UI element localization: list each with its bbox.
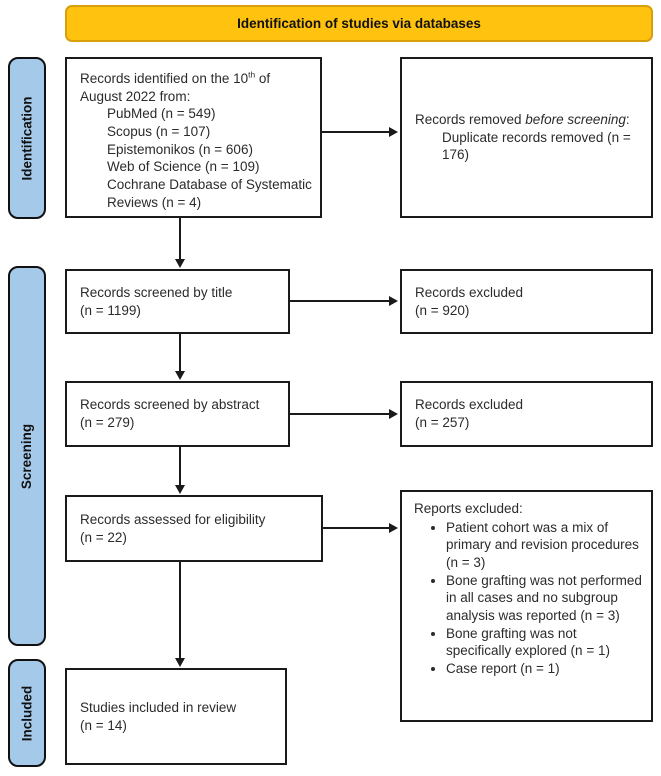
stage-screening-label: Screening <box>19 423 35 489</box>
excluded-abstract-label: Records excluded <box>415 397 524 413</box>
arrow-screened-abstract-to-excluded <box>290 409 398 419</box>
stage-included-label: Included <box>19 685 35 741</box>
reason-mixed-cohort: Patient cohort was a mix of primary and … <box>446 519 645 572</box>
records-removed-text: Records removed <box>415 111 526 127</box>
box-records-screened-title: Records screened by title (n = 1199) <box>65 269 290 334</box>
stage-screening: Screening <box>8 266 46 646</box>
arrow-screened-abstract-to-eligibility <box>175 447 185 494</box>
reports-excluded-heading: Reports excluded: <box>414 501 523 516</box>
box-records-assessed-eligibility: Records assessed for eligibility (n = 22… <box>65 495 323 562</box>
box-reports-excluded: Reports excluded: Patient cohort was a m… <box>400 490 653 722</box>
excluded-abstract-count: (n = 257) <box>415 415 470 430</box>
screened-abstract-count: (n = 279) <box>80 415 135 430</box>
box-records-screened-abstract: Records screened by abstract (n = 279) <box>65 381 290 447</box>
box-records-excluded-title: Records excluded (n = 920) <box>400 269 653 334</box>
source-cochrane: Cochrane Database of Systematic Reviews … <box>107 177 312 210</box>
source-epistemonikos: Epistemonikos (n = 606) <box>107 141 253 157</box>
eligibility-label: Records assessed for eligibility <box>80 511 266 527</box>
arrow-eligibility-to-included <box>175 562 185 667</box>
title-banner: Identification of studies via databases <box>65 5 653 42</box>
arrow-screened-title-to-excluded <box>290 296 398 306</box>
source-web-of-science: Web of Science (n = 109) <box>107 159 260 175</box>
excluded-title-count: (n = 920) <box>415 302 470 318</box>
eligibility-count: (n = 22) <box>80 529 127 545</box>
box-records-removed-before-screening: Records removed before screening: Duplic… <box>400 57 653 218</box>
records-identified-intro: Records identified on the 10th of August… <box>80 70 314 105</box>
source-scopus: Scopus (n = 107) <box>107 124 211 140</box>
arrow-identified-to-removed <box>322 127 398 137</box>
records-identified-intro-end: of August 2022 from: <box>80 71 271 104</box>
box-records-identified: Records identified on the 10th of August… <box>65 57 322 218</box>
arrow-screened-title-to-screened-abstract <box>175 334 185 380</box>
ordinal-superscript: th <box>248 69 256 80</box>
reason-case-report: Case report (n = 1) <box>446 660 645 678</box>
source-pubmed: PubMed (n = 549) <box>107 106 216 122</box>
stage-identification: Identification <box>8 57 46 219</box>
exclusion-reason-list: Patient cohort was a mix of primary and … <box>414 519 645 678</box>
records-removed-colon: : <box>625 111 630 127</box>
records-identified-intro-text: Records identified on the 10 <box>80 71 249 86</box>
reason-not-specifically-explored: Bone grafting was not specifically explo… <box>446 625 645 660</box>
title-banner-label: Identification of studies via databases <box>237 16 481 31</box>
arrow-eligibility-to-reports-excluded <box>323 523 398 533</box>
included-label: Studies included in review <box>80 699 237 715</box>
reason-no-subgroup-analysis: Bone grafting was not performed in all c… <box>446 572 645 625</box>
records-removed-italic: before screening <box>525 111 626 127</box>
duplicates-removed-detail: Duplicate records removed (n = 176) <box>442 129 631 163</box>
included-count: (n = 14) <box>80 717 127 733</box>
excluded-title-label: Records excluded <box>415 284 524 300</box>
records-removed-heading: Records removed before screening: <box>415 111 643 129</box>
database-source-list: PubMed (n = 549) Scopus (n = 107) Episte… <box>80 105 314 211</box>
screened-title-count: (n = 1199) <box>80 302 141 318</box>
stage-identification-label: Identification <box>19 96 35 180</box>
stage-included: Included <box>8 659 46 767</box>
box-records-excluded-abstract: Records excluded (n = 257) <box>400 381 653 447</box>
screened-title-label: Records screened by title <box>80 284 233 300</box>
arrow-identified-to-screened-title <box>175 218 185 268</box>
screened-abstract-label: Records screened by abstract <box>80 397 260 413</box>
box-studies-included: Studies included in review (n = 14) <box>65 668 287 765</box>
